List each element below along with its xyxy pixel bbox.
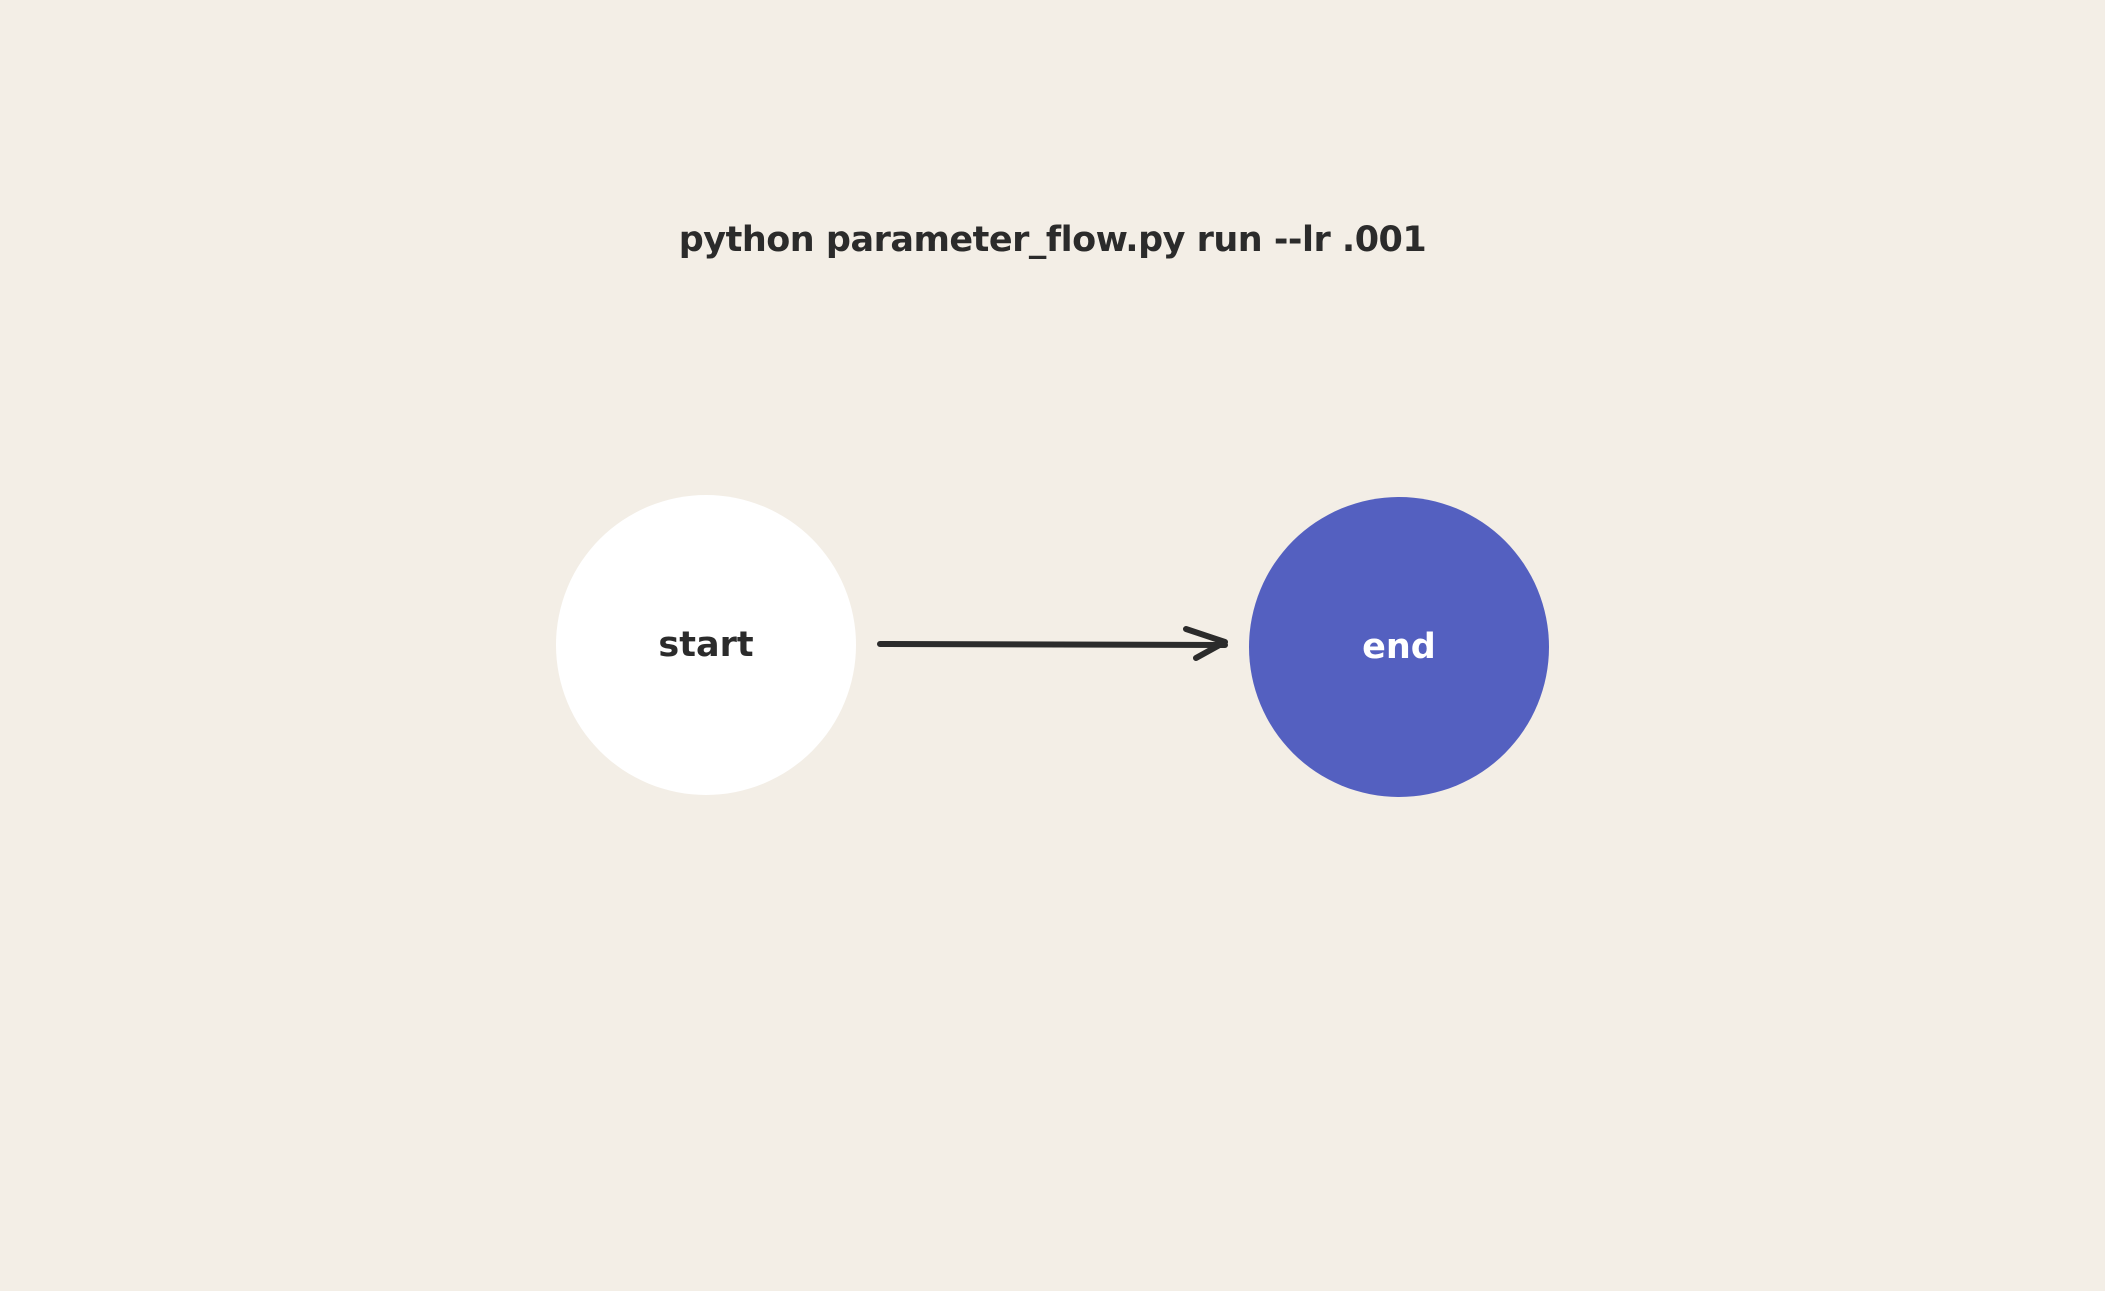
node-start-label: start	[658, 625, 754, 665]
arrow-head-icon	[1183, 626, 1228, 661]
node-start[interactable]: start	[556, 495, 856, 795]
command-title: python parameter_flow.py run --lr .001	[678, 220, 1427, 260]
arrow-line	[877, 641, 1228, 648]
node-end-label: end	[1362, 627, 1436, 667]
node-end[interactable]: end	[1249, 497, 1549, 797]
